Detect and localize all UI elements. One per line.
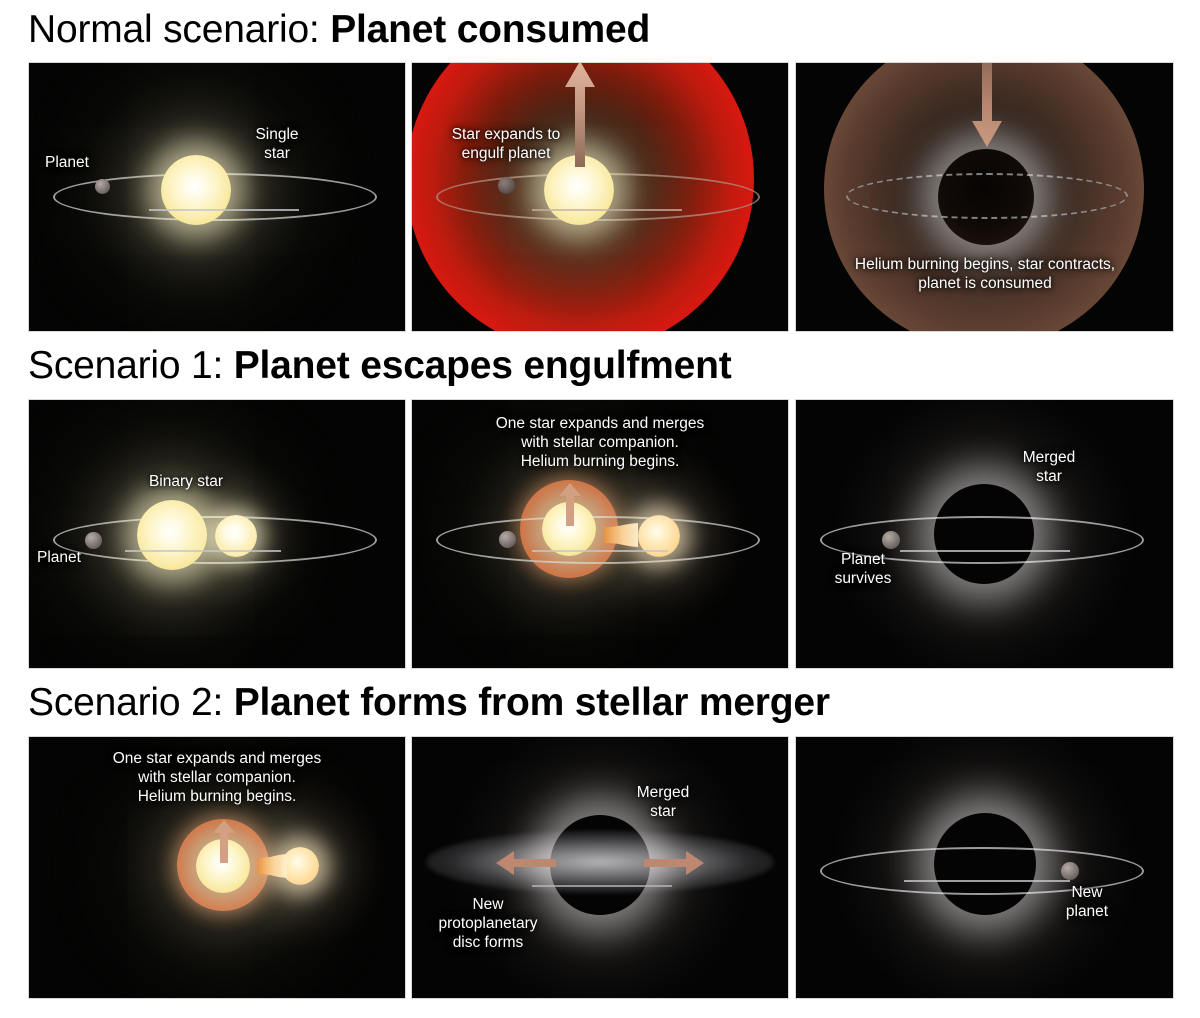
section-heading-scenario-2: Scenario 2: Planet forms from stellar me… — [28, 681, 830, 725]
planet-label: Planet — [45, 154, 89, 171]
section-heading-scenario-1: Scenario 1: Planet escapes engulfment — [28, 344, 732, 388]
contracted-star — [938, 149, 1034, 245]
panel-s1-1: Binary star Planet — [28, 399, 406, 669]
orbit-ellipse — [820, 847, 1144, 895]
panel-normal-2: Star expands to engulf planet — [411, 62, 789, 332]
panel-s2-3: New planet — [795, 736, 1174, 999]
scene-single-star-system: Planet Single star — [29, 63, 405, 331]
scene-star-expanding: Star expands to engulf planet — [412, 63, 788, 331]
scene-protoplanetary-disc: Merged star New protoplanetary disc form… — [412, 737, 788, 998]
merge-caption: One star expands and merges with stellar… — [112, 750, 322, 805]
heading-strong: Planet forms from stellar merger — [233, 681, 830, 724]
heading-strong: Planet escapes engulfment — [233, 344, 732, 387]
protoplanetary-disc — [426, 831, 774, 893]
binary-primary-star — [137, 500, 207, 570]
planet-body — [85, 532, 102, 549]
heading-strong: Planet consumed — [330, 8, 651, 51]
scene-new-planet-formed: New planet — [796, 737, 1173, 998]
section-heading-normal: Normal scenario: Planet consumed — [28, 8, 650, 52]
disc-arrow-right — [644, 849, 706, 877]
orbit-front-arc — [904, 880, 1070, 882]
panel-normal-3: Helium burning begins, star contracts, p… — [795, 62, 1174, 332]
expansion-arrow-up — [562, 63, 598, 167]
heading-lead: Scenario 2: — [28, 681, 224, 724]
disc-front-edge — [532, 885, 672, 887]
merger-bridge — [604, 518, 674, 552]
orbit-front-arc — [532, 550, 668, 552]
orbit-ellipse-dashed — [846, 173, 1128, 219]
scene-stellar-merger: One star expands and merges with stellar… — [29, 737, 405, 998]
panel-s2-2: Merged star New protoplanetary disc form… — [411, 736, 789, 999]
expansion-arrow-up — [211, 819, 237, 863]
planet-body — [95, 179, 110, 194]
orbit-front-arc — [900, 550, 1070, 552]
panel-s2-1: One star expands and merges with stellar… — [28, 736, 406, 999]
scene-merged-star-planet-survives: Merged star Planet survives — [796, 400, 1173, 668]
orbit-front-arc — [149, 209, 299, 211]
orbit-ellipse — [820, 516, 1144, 564]
panel-normal-1: Planet Single star — [28, 62, 406, 332]
merged-star-label: Merged star — [1022, 449, 1076, 485]
orbit-ellipse — [436, 516, 760, 564]
expansion-arrow-up — [557, 482, 583, 526]
companion-star-merging — [281, 847, 319, 885]
planet-body — [498, 177, 515, 194]
heading-lead: Scenario 1: — [28, 344, 224, 387]
scene-binary-star-system: Binary star Planet — [29, 400, 405, 668]
new-planet-body — [1061, 862, 1079, 880]
contraction-arrow-down — [969, 63, 1005, 151]
planet-body — [882, 531, 900, 549]
merge-caption: One star expands and merges with stellar… — [495, 415, 705, 470]
planet-body — [499, 531, 516, 548]
heading-lead: Normal scenario: — [28, 8, 320, 51]
merged-star — [934, 813, 1036, 915]
orbit-front-arc — [125, 550, 281, 552]
panel-s1-3: Merged star Planet survives — [795, 399, 1174, 669]
merged-star — [550, 815, 650, 915]
merger-bridge — [257, 849, 321, 883]
panel-s1-2: One star expands and merges with stellar… — [411, 399, 789, 669]
disc-arrow-left — [494, 849, 556, 877]
single-star-label: Single star — [255, 126, 299, 162]
single-star — [161, 155, 231, 225]
merged-star-label: Merged star — [636, 784, 690, 820]
protoplanetary-disc-label: New protoplanetary disc forms — [438, 896, 538, 951]
binary-star-label: Binary star — [148, 473, 224, 490]
scene-planet-consumed: Helium burning begins, star contracts, p… — [796, 63, 1173, 331]
orbit-ellipse — [53, 516, 377, 564]
scene-stellar-merger-with-planet: One star expands and merges with stellar… — [412, 400, 788, 668]
orbit-front-arc — [532, 209, 682, 211]
merged-star — [934, 484, 1034, 584]
